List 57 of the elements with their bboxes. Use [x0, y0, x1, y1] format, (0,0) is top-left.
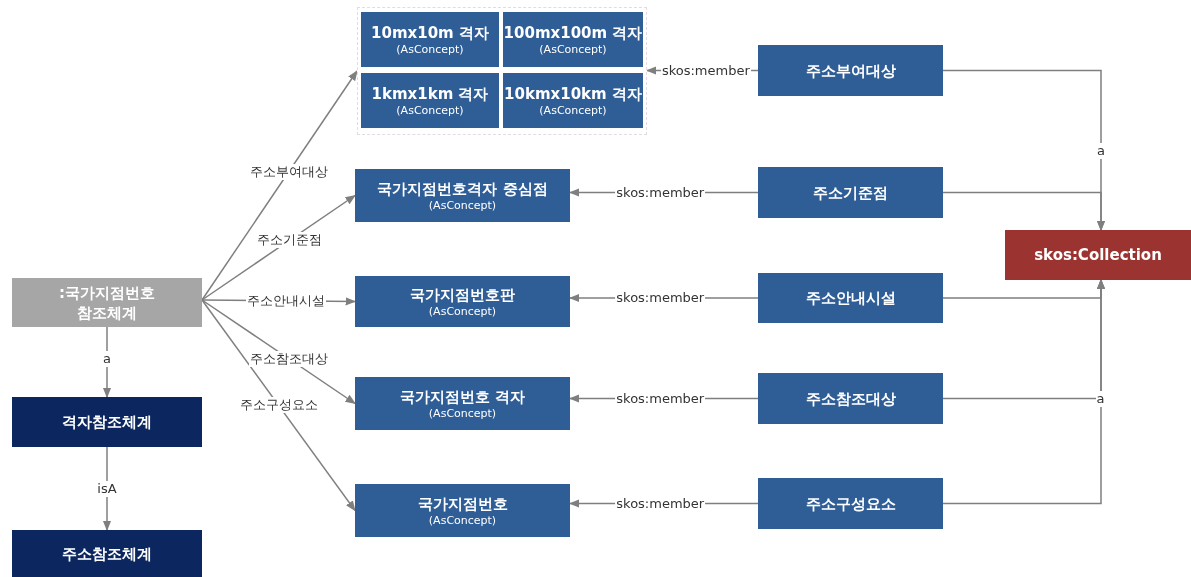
node-title: 100mx100m 격자 — [503, 22, 643, 43]
node-title: skos:Collection — [1034, 245, 1162, 265]
edge-label: isA — [96, 480, 118, 497]
node-subtitle: (AsConcept) — [396, 42, 464, 57]
node-title: 국가지점번호 — [417, 493, 508, 514]
node-title: 주소부여대상 — [805, 60, 896, 81]
concept-box — [355, 276, 570, 327]
concept-box — [361, 73, 499, 128]
concept-box — [758, 478, 943, 529]
arrow — [201, 70, 358, 301]
node-title: 10mx10m 격자 — [371, 22, 489, 43]
node-subtitle: (AsConcept) — [428, 406, 497, 421]
edge-label: 주소기준점 — [255, 232, 323, 249]
concept-box — [361, 12, 499, 67]
concept-box — [758, 273, 943, 323]
edge-label: 주소참조대상 — [249, 351, 330, 367]
edge-label: a — [102, 350, 112, 367]
arrow — [942, 191, 1106, 232]
concept-box — [758, 167, 943, 218]
node-subtitle: (AsConcept) — [396, 103, 464, 118]
node-subtitle: (AsConcept) — [539, 42, 607, 57]
node-title: 국가지점번호판 — [410, 284, 515, 305]
concept-box — [503, 12, 643, 67]
group-frame — [357, 7, 647, 135]
node-title: 주소안내시설 — [805, 288, 896, 308]
node-title: 1kmx1km 격자 — [371, 83, 489, 104]
node-title: 10kmx10km 격자 — [504, 83, 642, 104]
node-subtitle: (AsConcept) — [539, 103, 607, 118]
node-title: 주소참조대상 — [805, 388, 896, 409]
node-title: 주소참조체계 — [62, 543, 152, 564]
arrow — [942, 278, 1106, 505]
concept-box — [12, 530, 202, 577]
concept-box — [503, 73, 643, 128]
edge-label: a — [1096, 142, 1106, 159]
edge-label: 주소안내시설 — [246, 292, 327, 309]
node-subtitle: (AsConcept) — [428, 198, 497, 213]
node-subtitle: (AsConcept) — [428, 304, 497, 319]
collection-box — [1005, 230, 1191, 280]
concept-box — [12, 397, 202, 447]
concept-box — [758, 373, 943, 424]
node-title: 국가지점번호격자 중심점 — [377, 178, 548, 199]
concept-box — [355, 169, 570, 222]
concept-box — [355, 484, 570, 537]
edge-label: a — [1095, 390, 1106, 407]
node-subtitle: (AsConcept) — [428, 513, 497, 528]
node-title: 주소기준점 — [813, 182, 888, 203]
arrow — [201, 299, 356, 512]
node-title: 격자참조체계 — [62, 412, 152, 432]
concept-box — [12, 278, 202, 327]
node-title: 국가지점번호 격자 — [399, 386, 526, 407]
node-title: :국가지점번호 참조체계 — [58, 282, 156, 323]
node-title: 주소구성요소 — [805, 493, 896, 514]
concept-box — [758, 45, 943, 96]
edge-label: 주소부여대상 — [248, 163, 329, 180]
arrow — [102, 446, 112, 532]
concept-box — [355, 377, 570, 430]
edge-label: 주소구성요소 — [238, 397, 319, 414]
